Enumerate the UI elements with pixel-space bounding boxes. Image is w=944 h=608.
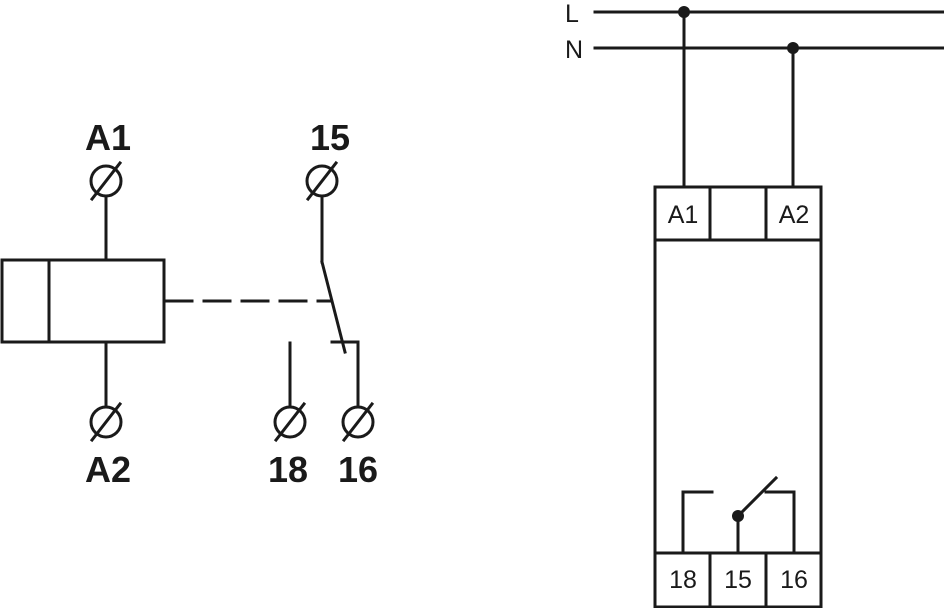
- module-terminal-a1: A1: [668, 201, 699, 229]
- terminal-16-icon: [341, 401, 375, 443]
- coil-top-terminal-label: A1: [85, 117, 131, 158]
- module-contact-symbol: [681, 475, 796, 555]
- nc-terminal-label: 18: [268, 449, 308, 490]
- module-terminal-16: 16: [780, 566, 808, 594]
- module-terminal-18: 18: [669, 566, 697, 594]
- module-terminal-15: 15: [724, 566, 752, 594]
- changeover-contact: [288, 194, 360, 409]
- neutral-label: N: [565, 36, 583, 64]
- no-terminal-label: 16: [338, 449, 378, 490]
- terminal-15-icon: [305, 160, 339, 202]
- module-terminal-a2: A2: [779, 201, 810, 229]
- wiring-diagram: L N A1 A2 18 15 16: [565, 0, 944, 608]
- coil-bottom-terminal-label: A2: [85, 449, 131, 490]
- line-label: L: [565, 0, 579, 28]
- common-terminal-label: 15: [310, 117, 350, 158]
- terminal-a1-icon: [89, 160, 123, 202]
- terminal-18-icon: [273, 401, 307, 443]
- relay-coil: [0, 258, 166, 344]
- terminal-a2-icon: [89, 401, 123, 443]
- relay-schematic: A1 A2 15 18 16: [0, 117, 378, 490]
